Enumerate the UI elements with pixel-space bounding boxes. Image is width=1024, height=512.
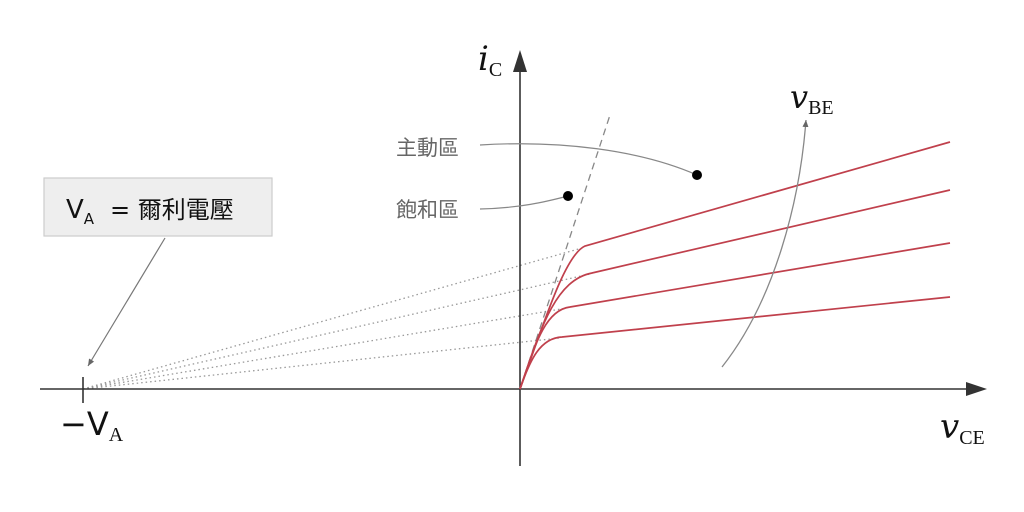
curve-2 <box>519 189 951 390</box>
x-axis-arrow-icon <box>966 382 987 396</box>
saturation-region-label: 飽和區 <box>396 198 459 222</box>
active-region-dot <box>692 170 702 180</box>
early-extrapolation-lines <box>82 247 591 390</box>
legend-label: VA <box>66 195 95 228</box>
early-voltage-label: −VA <box>60 405 124 446</box>
active-region-label: 主動區 <box>396 136 459 160</box>
legend-pointer <box>87 237 166 367</box>
saturation-region-dot <box>563 191 573 201</box>
legend-text: = 爾利電壓 <box>110 196 234 224</box>
vbe-increase-arrow <box>721 119 809 368</box>
vbe-label: vBE <box>790 78 834 119</box>
y-axis-label: iC <box>478 39 502 81</box>
curve-4 <box>519 296 951 390</box>
saturation-region-leader <box>479 195 569 210</box>
y-axis-arrow-icon <box>513 50 527 72</box>
characteristic-curves <box>519 141 951 390</box>
curve-1 <box>519 141 951 390</box>
curve-3 <box>519 242 951 390</box>
active-region-leader <box>479 143 698 176</box>
legend-box <box>43 177 273 237</box>
x-axis-label: vCE <box>940 407 985 449</box>
